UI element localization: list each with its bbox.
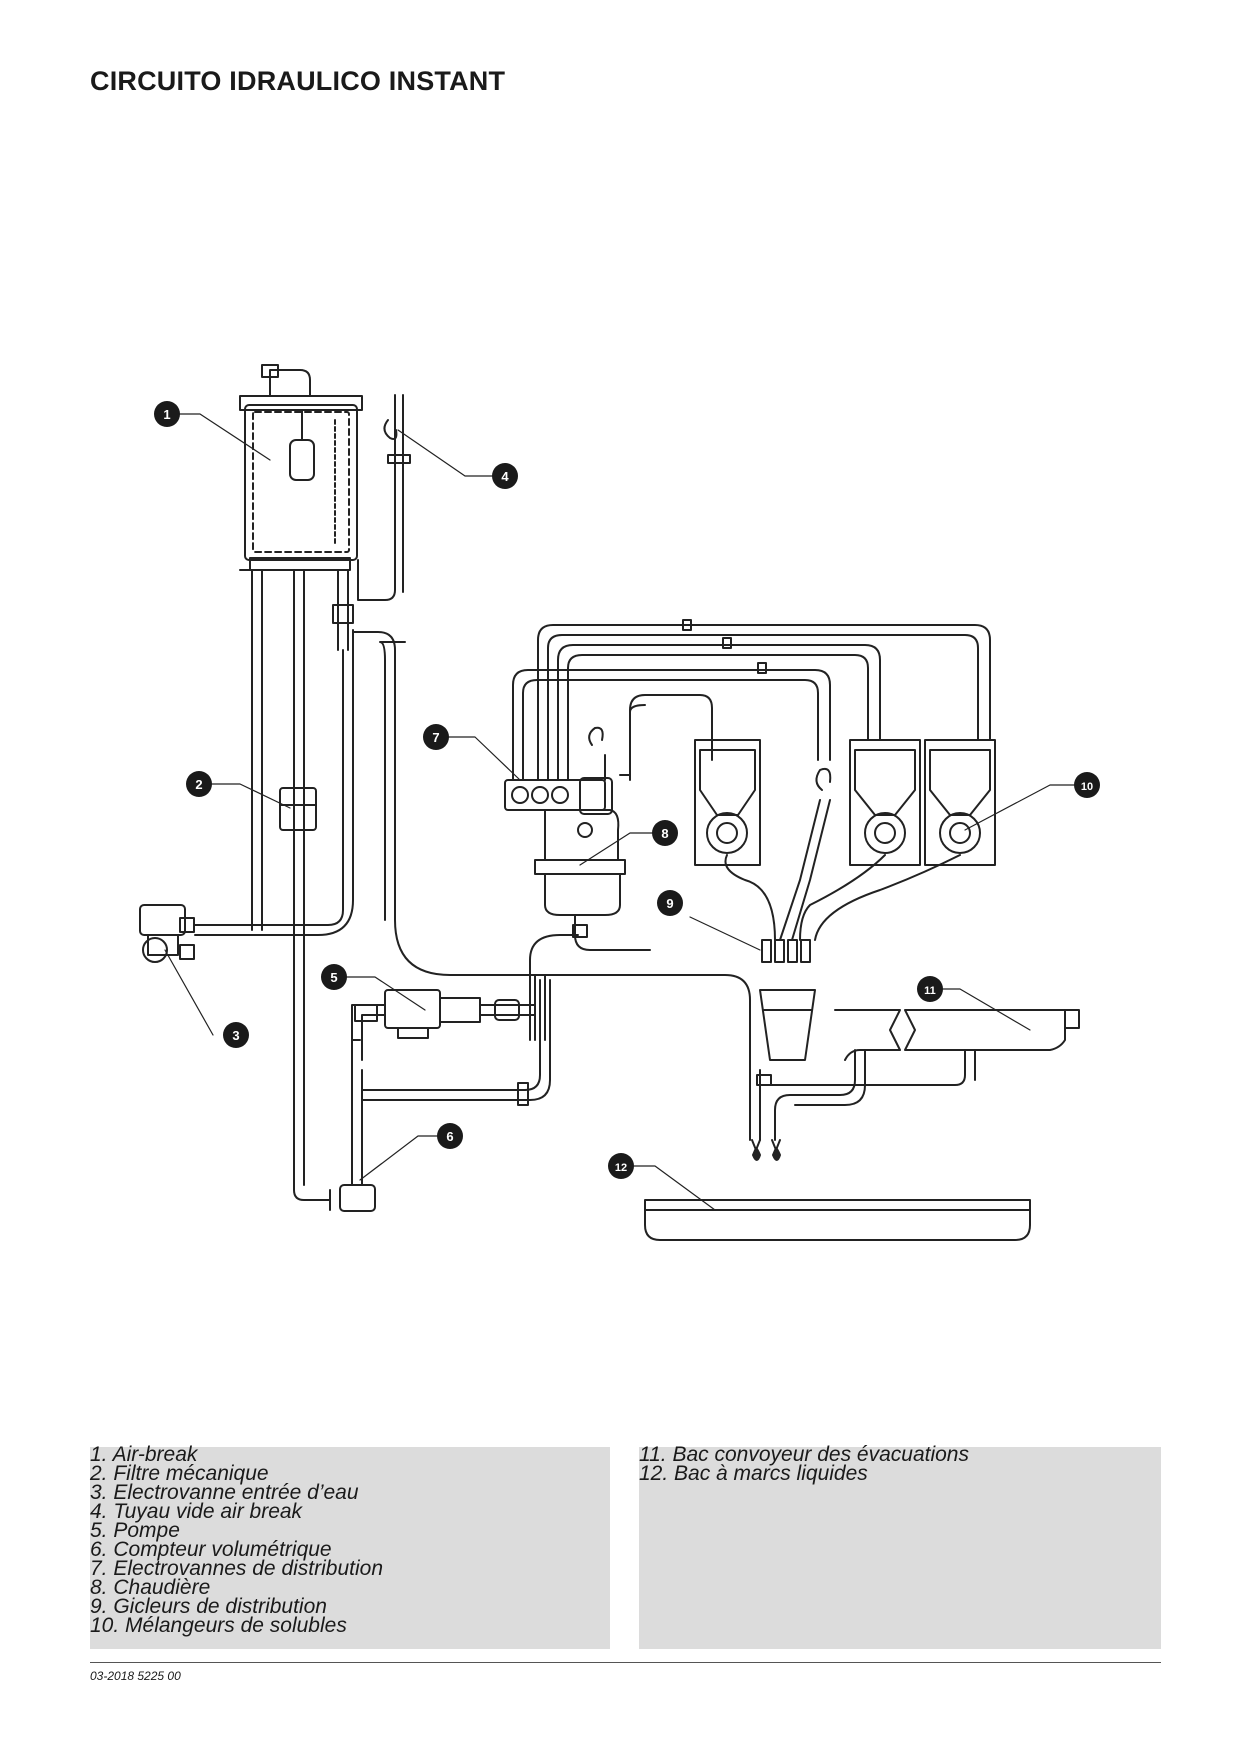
svg-text:1: 1	[163, 407, 170, 422]
svg-text:10: 10	[1081, 781, 1093, 793]
soluble-mixers	[694, 739, 996, 866]
svg-text:12: 12	[615, 1162, 627, 1174]
callout-12: 12	[608, 1153, 634, 1179]
svg-text:9: 9	[666, 896, 673, 911]
footer-divider	[90, 1662, 1161, 1663]
callout-8: 8	[652, 820, 678, 846]
callout-10: 10	[1074, 772, 1100, 798]
legend-item: 12. Bac à marcs liquides	[639, 1462, 868, 1485]
svg-text:11: 11	[924, 985, 936, 997]
cup	[759, 989, 816, 1061]
drain-conveyor-tray	[769, 1009, 1080, 1141]
callout-3: 3	[223, 1022, 249, 1048]
legend-item: 6. Compteur volumétrique	[90, 1538, 332, 1561]
boiler	[529, 809, 651, 1041]
distribution-nozzles	[761, 939, 811, 963]
liquid-grounds-tray	[644, 1199, 1031, 1241]
air-break-drain-tube	[357, 394, 411, 601]
legend-item: 8. Chaudière	[90, 1576, 211, 1599]
inlet-solenoid-valve	[139, 904, 195, 963]
air-break	[239, 364, 363, 571]
legend-item: 3. Electrovanne entrée d’eau	[90, 1481, 359, 1504]
document-code: 03-2018 5225 00	[90, 1669, 181, 1683]
callout-1: 1	[154, 401, 180, 427]
svg-text:5: 5	[330, 970, 337, 985]
legend-item: 1. Air-break	[90, 1443, 198, 1466]
callout-2: 2	[186, 771, 212, 797]
legend-item: 2. Filtre mécanique	[90, 1462, 269, 1485]
svg-text:3: 3	[232, 1028, 239, 1043]
legend-item: 11. Bac convoyeur des évacuations	[639, 1443, 969, 1466]
legend-item: 9. Gicleurs de distribution	[90, 1595, 327, 1618]
svg-text:7: 7	[432, 730, 439, 745]
pump	[351, 989, 536, 1186]
legend-item: 10. Mélangeurs de solubles	[90, 1614, 347, 1637]
mechanical-filter	[279, 787, 317, 831]
hydraulic-circuit-diagram: 1 4 2 3 5 6 7 8 9 10 11 12	[139, 364, 1100, 1241]
svg-text:6: 6	[446, 1129, 453, 1144]
callout-11: 11	[917, 976, 943, 1002]
svg-text:2: 2	[195, 777, 202, 792]
legend-item: 5. Pompe	[90, 1519, 180, 1542]
callout-5: 5	[321, 964, 347, 990]
legend-item: 4. Tuyau vide air break	[90, 1500, 303, 1523]
svg-text:4: 4	[501, 469, 509, 484]
callout-6: 6	[437, 1123, 463, 1149]
callout-4: 4	[492, 463, 518, 489]
svg-text:8: 8	[661, 826, 668, 841]
legend-item: 7. Electrovannes de distribution	[90, 1557, 384, 1580]
callout-9: 9	[657, 890, 683, 916]
page-title: CIRCUITO IDRAULICO INSTANT	[90, 66, 506, 96]
callout-7: 7	[423, 724, 449, 750]
